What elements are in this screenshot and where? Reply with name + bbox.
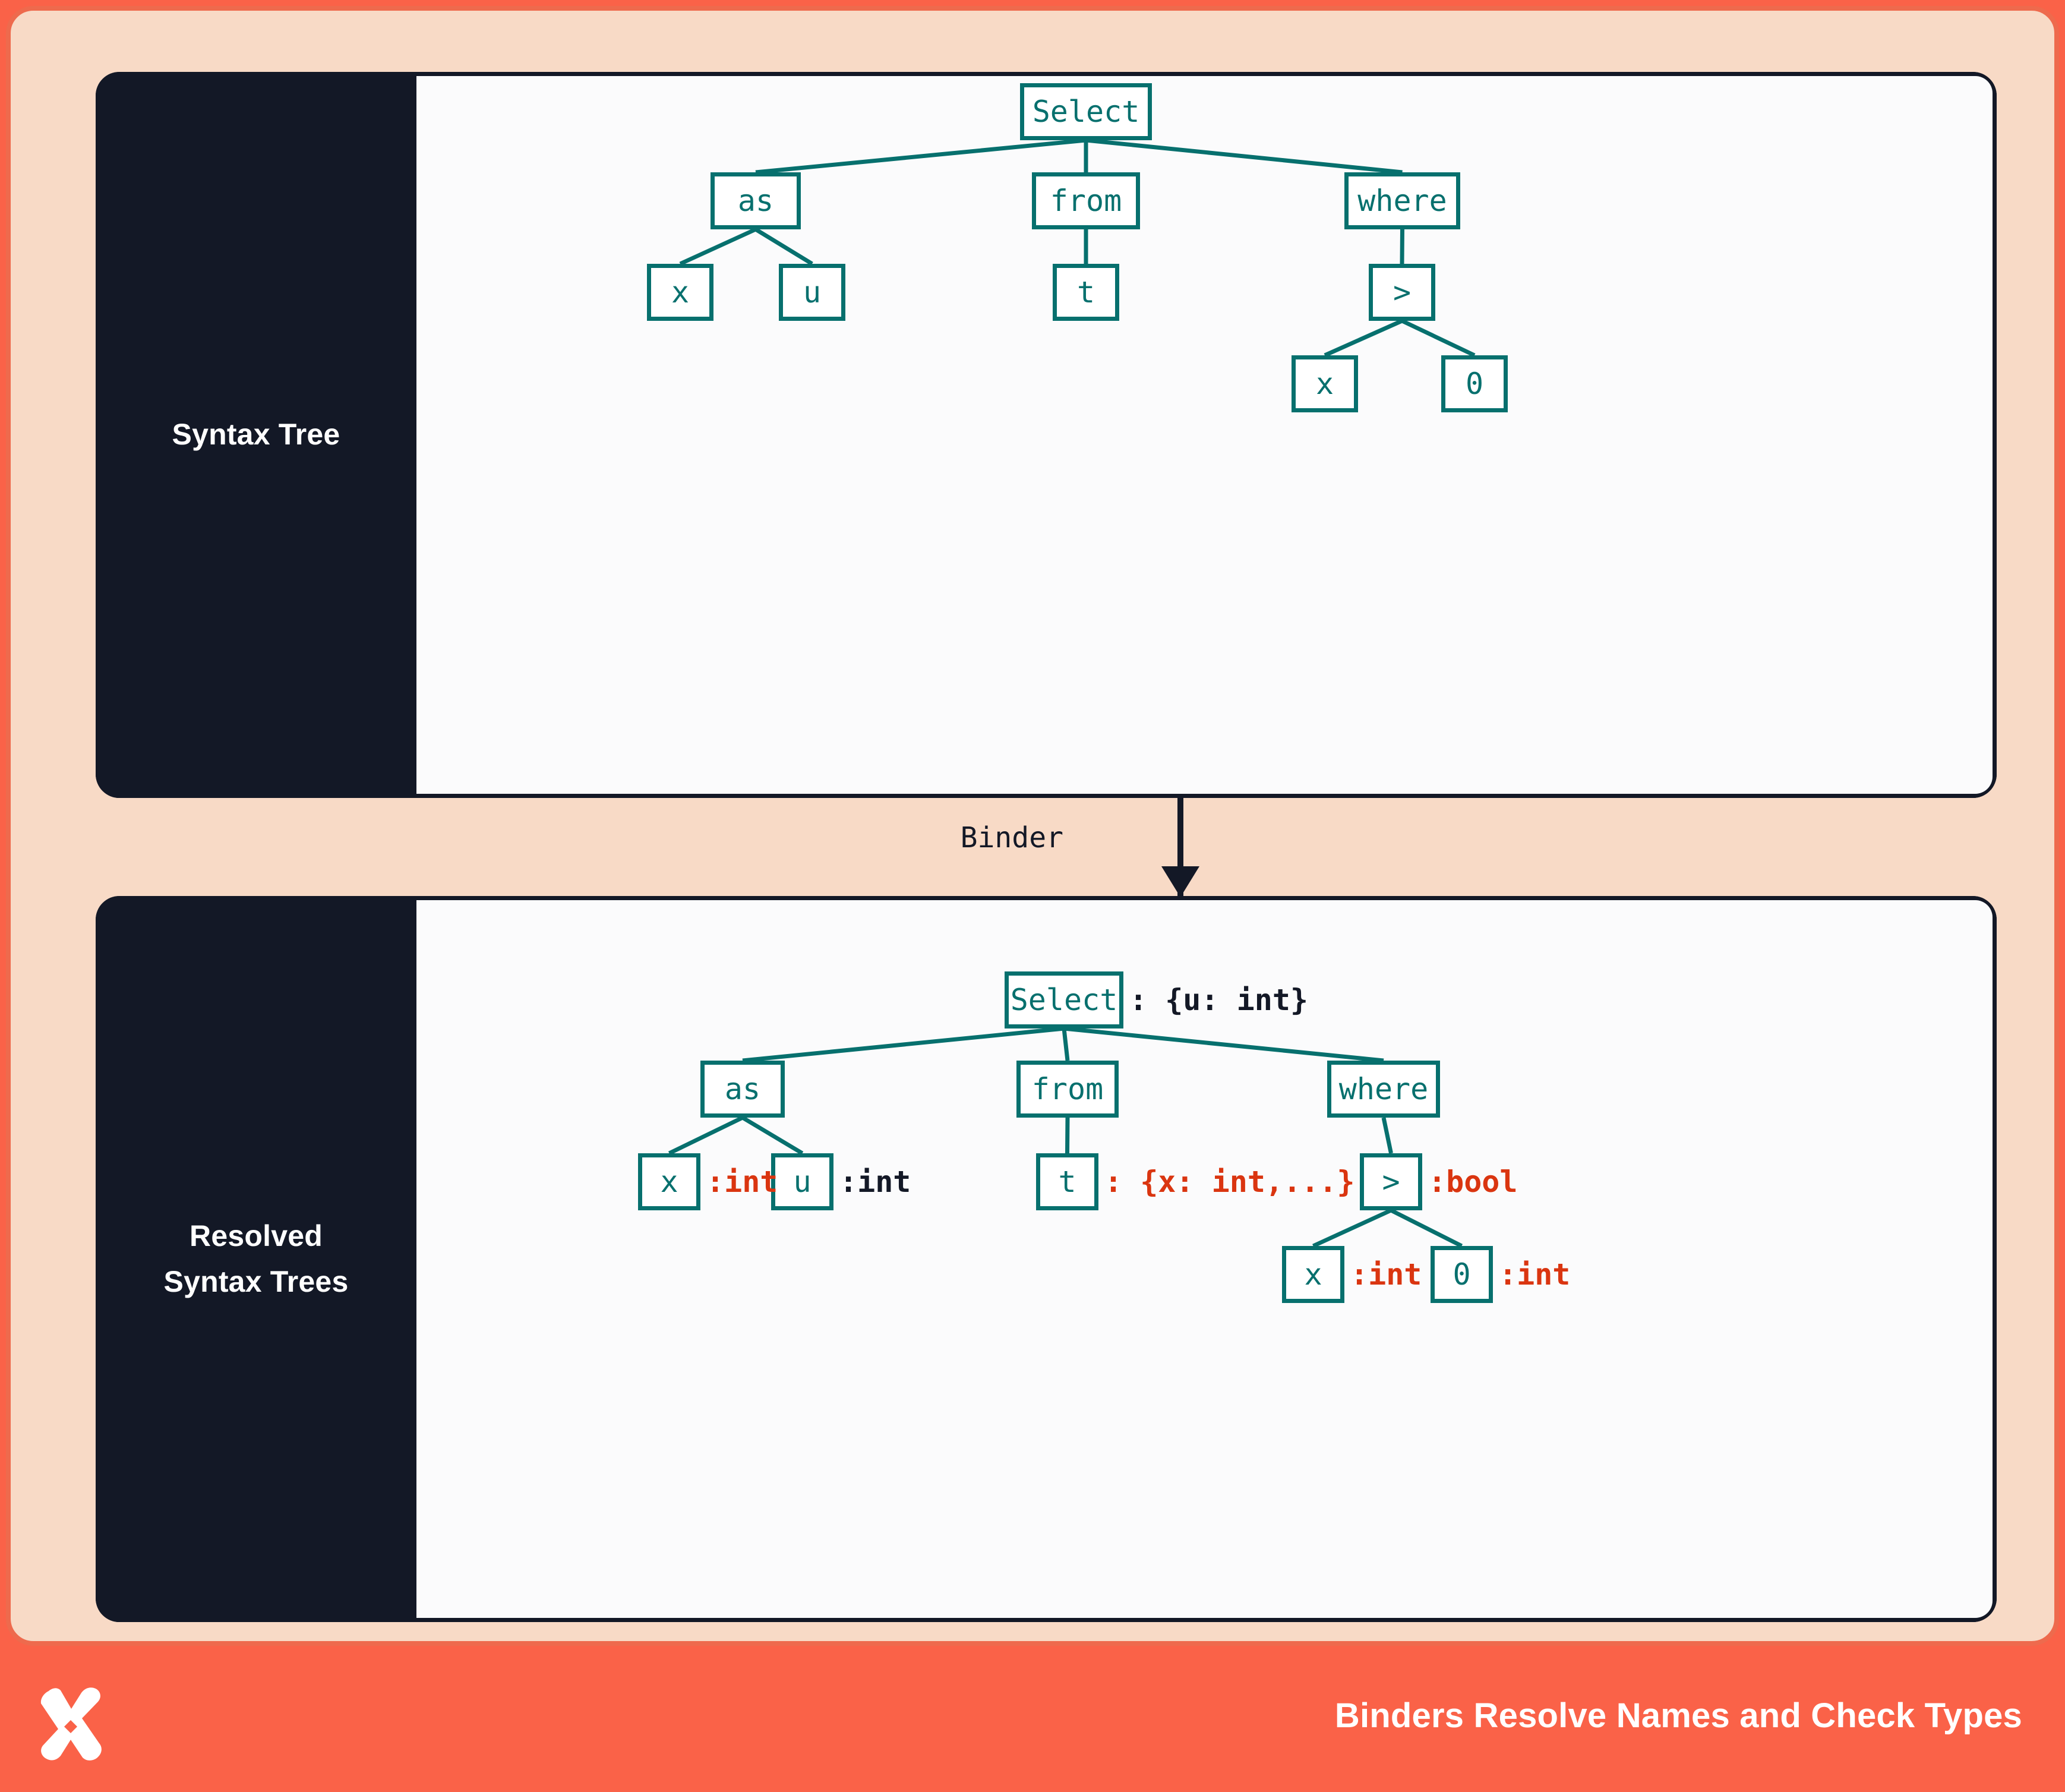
type-annotation-gt-0: :int	[1499, 1257, 1571, 1292]
tree-node-from: from	[1032, 172, 1140, 229]
footer-bar: Binders Resolve Names and Check Types	[0, 1658, 2065, 1792]
tree-node-gt: >	[1360, 1153, 1422, 1210]
tree-node-gt-0: 0	[1431, 1246, 1493, 1303]
tree-node-as: as	[700, 1061, 785, 1118]
tree-node-where: where	[1344, 172, 1460, 229]
binder-label: Binder	[960, 821, 1063, 854]
tree-edges	[668, 1026, 1463, 1248]
tree-edge	[741, 1115, 804, 1156]
tree-edge	[1062, 1028, 1070, 1061]
tree-node-as: as	[711, 172, 801, 229]
tree-edge	[1400, 229, 1404, 264]
type-annotation-as-u: :int	[839, 1165, 911, 1199]
footer-caption: Binders Resolve Names and Check Types	[1334, 1696, 2022, 1735]
tree-edges	[679, 138, 1476, 358]
tree-node-select: Select	[1020, 83, 1152, 140]
tree-edge	[668, 1115, 744, 1156]
tree-node-from-t: t	[1053, 264, 1119, 321]
type-annotation-as-x: :int	[706, 1165, 778, 1199]
panel-label-line: Syntax Trees	[163, 1265, 349, 1298]
tree-edge	[1312, 1208, 1392, 1248]
tree-edge	[1401, 318, 1476, 358]
panel-label-syntax-tree: Syntax Tree	[96, 72, 416, 798]
tree-node-where: where	[1327, 1061, 1440, 1118]
type-annotation-gt: :bool	[1428, 1165, 1518, 1199]
tree-node-from: from	[1016, 1061, 1119, 1118]
tree-edge	[679, 227, 757, 266]
tree-edge	[1324, 318, 1403, 358]
x-mark-logo-icon	[40, 1687, 102, 1761]
tree-edge	[1063, 1026, 1384, 1063]
tree-edge	[754, 228, 813, 266]
tree-edge	[755, 138, 1087, 175]
tree-node-as-x: x	[647, 264, 713, 321]
tree-edge	[1390, 1208, 1463, 1248]
tree-edge	[1085, 138, 1403, 175]
tree-node-gt-0: 0	[1441, 355, 1508, 412]
tree-node-as-u: u	[779, 264, 845, 321]
tree-edge	[742, 1026, 1065, 1063]
tree-edge	[1381, 1117, 1393, 1154]
panel-label-text: Syntax Tree	[172, 418, 340, 452]
tree-node-as-x: x	[638, 1153, 700, 1210]
type-annotation-gt-x: :int	[1350, 1257, 1422, 1292]
tree-node-gt-x: x	[1292, 355, 1358, 412]
tree-node-gt: >	[1369, 264, 1435, 321]
tree-node-as-u: u	[771, 1153, 833, 1210]
type-annotation-select: : {u: int}	[1129, 983, 1309, 1017]
tree-node-from-t: t	[1036, 1153, 1098, 1210]
tree-node-gt-x: x	[1282, 1246, 1344, 1303]
binder-arrow-head-icon	[1161, 866, 1199, 897]
panel-label-line: Resolved	[190, 1219, 323, 1252]
binder-arrow-shaft	[1177, 798, 1183, 896]
type-annotation-from-t: : {x: int,...}	[1104, 1165, 1355, 1199]
tree-node-select: Select	[1005, 971, 1123, 1028]
